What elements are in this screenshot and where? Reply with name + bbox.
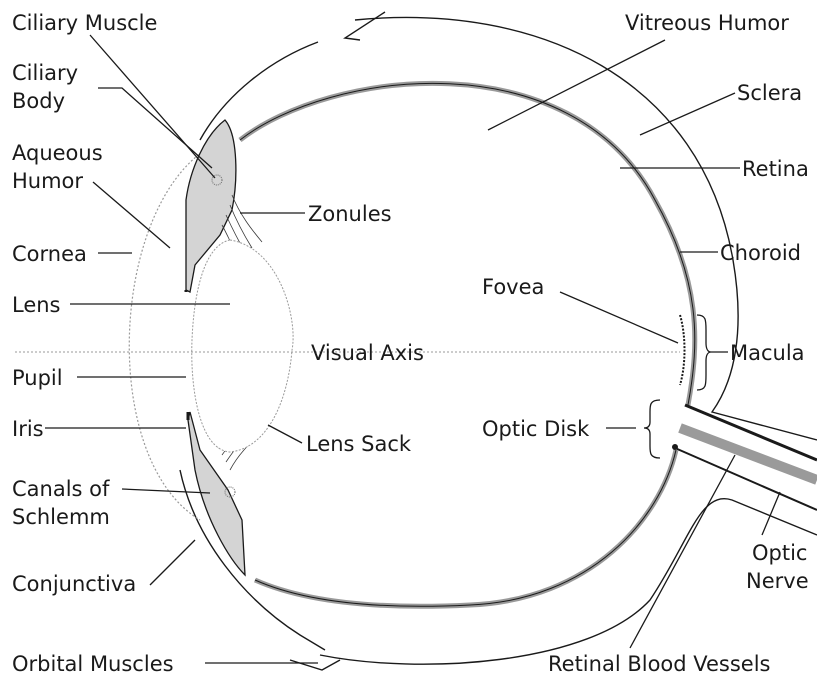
- label-canals-of-schlemm-line2: Schlemm: [12, 505, 110, 529]
- label-aqueous-humor-line2: Humor: [12, 169, 83, 193]
- label-visual-axis: Visual Axis: [311, 341, 424, 365]
- label-sclera: Sclera: [737, 81, 802, 105]
- label-optic-nerve-line1: Optic: [752, 541, 807, 565]
- label-conjunctiva: Conjunctiva: [12, 572, 136, 596]
- label-fovea: Fovea: [482, 275, 544, 299]
- macula-region: [680, 315, 685, 385]
- fovea-leader: [560, 292, 678, 343]
- label-retina: Retina: [742, 157, 809, 181]
- label-pupil: Pupil: [12, 366, 63, 390]
- label-retinal-blood-vessels: Retinal Blood Vessels: [548, 652, 771, 676]
- optic-nerve-band: [680, 428, 817, 480]
- retina-band-lower: [255, 450, 676, 606]
- aqueous-humor-leader: [93, 182, 170, 248]
- sclera-leader: [640, 93, 735, 135]
- label-vitreous-humor: Vitreous Humor: [625, 11, 789, 35]
- label-lens: Lens: [12, 293, 61, 317]
- lens-sack-leader: [268, 425, 302, 443]
- retina-band-lower-inner: [255, 450, 676, 606]
- macula-brace: [697, 315, 711, 390]
- label-cornea: Cornea: [12, 242, 87, 266]
- ciliary-body-leader: [98, 88, 212, 168]
- label-orbital-muscles: Orbital Muscles: [12, 652, 174, 676]
- label-macula: Macula: [730, 341, 805, 365]
- label-canals-of-schlemm-line1: Canals of: [12, 477, 110, 501]
- label-iris: Iris: [12, 417, 44, 441]
- label-zonules: Zonules: [308, 202, 392, 226]
- canals-of-schlemm-leader: [122, 489, 210, 493]
- upper-orbital-muscle: [345, 12, 385, 40]
- retina-band: [240, 83, 695, 405]
- optic-disk-dot: [672, 444, 678, 450]
- retinal-blood-vessels-leader: [630, 455, 735, 648]
- lower-orbital-muscle: [290, 660, 340, 670]
- lens-outline: [192, 240, 293, 452]
- retina-band-inner: [240, 83, 695, 405]
- label-ciliary-body-line1: Ciliary: [12, 61, 78, 85]
- label-choroid: Choroid: [720, 241, 801, 265]
- conjunctiva-leader: [150, 540, 195, 585]
- ciliary-muscle-leader: [90, 35, 215, 178]
- label-optic-disk: Optic Disk: [482, 417, 590, 441]
- label-aqueous-humor-line1: Aqueous: [12, 141, 103, 165]
- optic-disk-brace: [644, 400, 660, 458]
- label-ciliary-body-line2: Body: [12, 89, 65, 113]
- labels: Ciliary Muscle Ciliary Body Aqueous Humo…: [12, 11, 809, 676]
- label-optic-nerve-line2: Nerve: [746, 569, 809, 593]
- label-lens-sack: Lens Sack: [306, 432, 412, 456]
- label-ciliary-muscle: Ciliary Muscle: [12, 11, 157, 35]
